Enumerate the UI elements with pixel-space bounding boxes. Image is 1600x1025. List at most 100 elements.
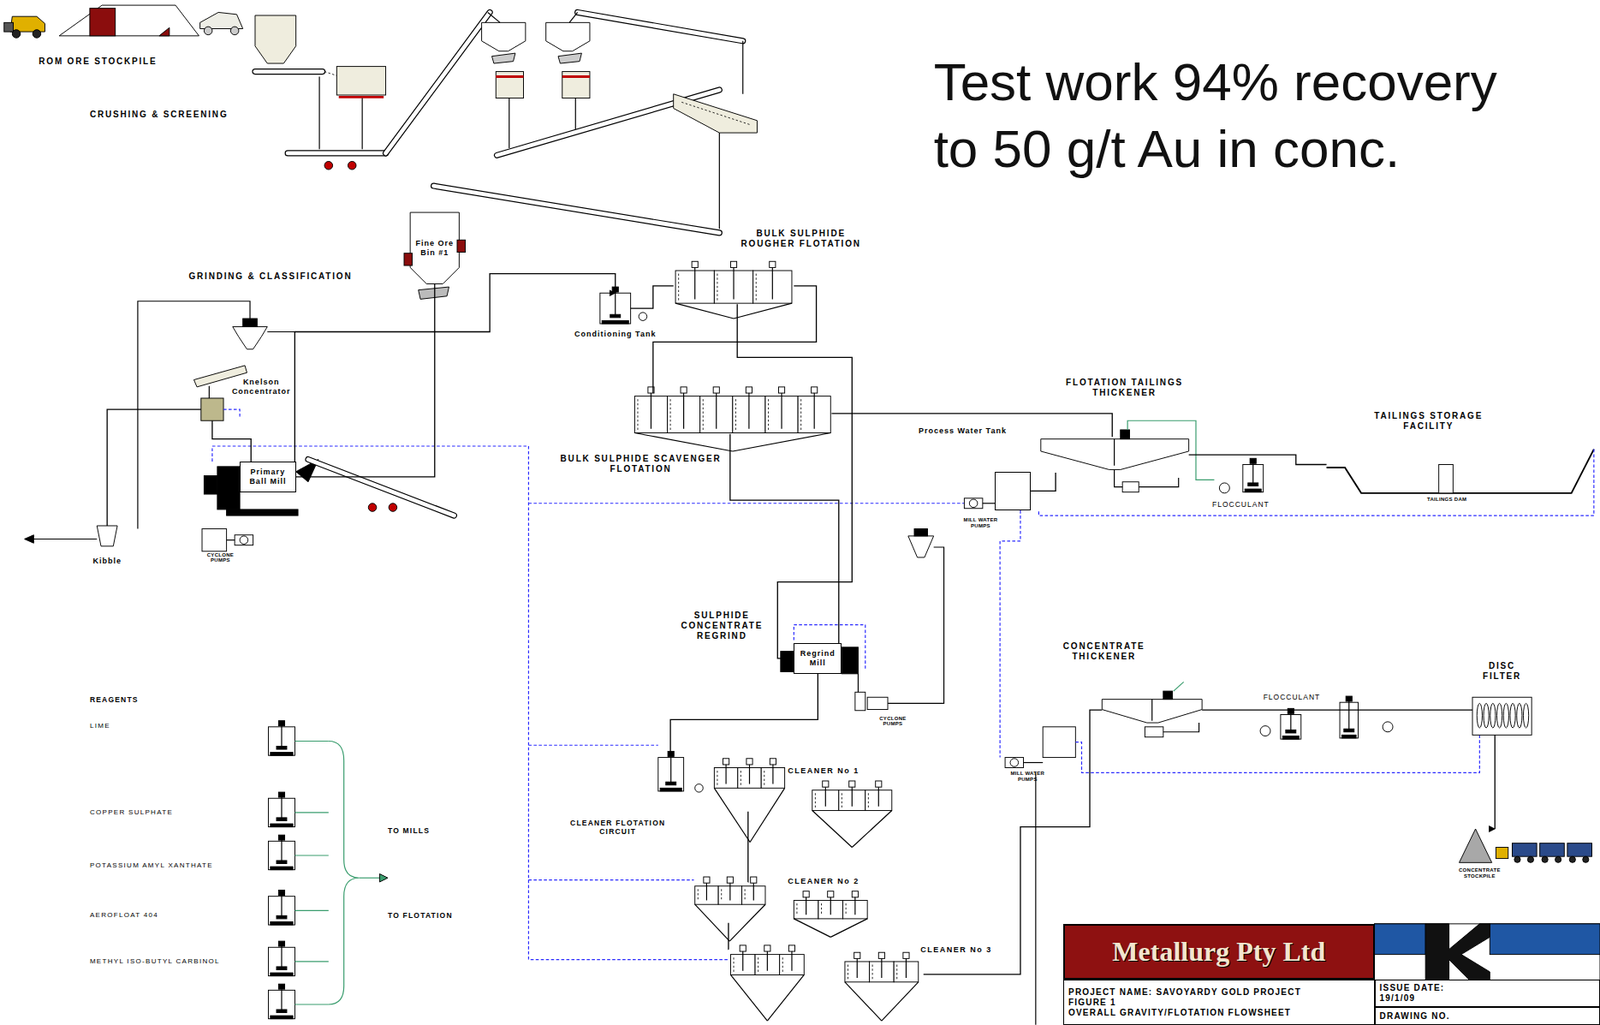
impeller bbox=[276, 915, 287, 919]
process-line bbox=[841, 792, 843, 808]
roller bbox=[347, 160, 357, 170]
cleaner-bank: CLEANER No 3 bbox=[719, 949, 923, 986]
surge-bin bbox=[481, 22, 526, 51]
process-line bbox=[1290, 713, 1291, 732]
impeller bbox=[276, 1009, 287, 1013]
agitator-motor bbox=[278, 940, 285, 946]
process-line bbox=[1114, 469, 1124, 487]
process-line bbox=[267, 331, 295, 333]
process-line bbox=[324, 71, 337, 77]
section-label: CLEANER FLOTATION CIRCUIT bbox=[559, 818, 677, 836]
cyclone bbox=[232, 327, 268, 350]
filter-disc bbox=[1476, 702, 1482, 728]
equipment-label: PROJECT NAME: SAVOYARDY GOLD PROJECT bbox=[1068, 987, 1370, 998]
process-line bbox=[208, 386, 210, 399]
mill-base bbox=[226, 509, 298, 516]
section-label: REAGENTS bbox=[89, 695, 244, 704]
impeller bbox=[1344, 728, 1355, 732]
underflow-pump bbox=[1122, 481, 1139, 493]
cyclone-head bbox=[243, 318, 258, 328]
process-line bbox=[749, 764, 750, 785]
underflow-pump bbox=[1144, 726, 1163, 738]
conveyor-belt bbox=[434, 185, 720, 233]
process-line bbox=[575, 98, 577, 131]
process-line bbox=[675, 303, 734, 319]
process-flow-line bbox=[1189, 454, 1327, 464]
cell-motor bbox=[903, 951, 910, 958]
cell-motor bbox=[778, 386, 785, 393]
process-line bbox=[280, 894, 282, 917]
pump-symbol bbox=[695, 784, 704, 793]
cell-motor bbox=[750, 876, 757, 883]
pump-sump bbox=[202, 529, 227, 552]
water-line bbox=[1038, 449, 1594, 516]
process-line bbox=[814, 392, 815, 429]
conveyor-belt bbox=[308, 459, 454, 517]
cyclone-head bbox=[914, 529, 928, 536]
process-line bbox=[732, 267, 734, 299]
process-line bbox=[814, 792, 816, 808]
cyclone-pump bbox=[234, 535, 253, 546]
process-line bbox=[740, 770, 742, 786]
process-line bbox=[697, 888, 699, 901]
tank-base bbox=[1282, 736, 1299, 740]
impeller bbox=[276, 860, 287, 864]
process-line bbox=[780, 392, 782, 429]
tank-base bbox=[270, 866, 293, 870]
process-line bbox=[715, 392, 717, 429]
cell-motor bbox=[713, 386, 720, 393]
process-line bbox=[767, 974, 804, 1021]
process-line bbox=[362, 98, 363, 150]
agitator-motor bbox=[1287, 707, 1294, 714]
process-line bbox=[868, 792, 869, 808]
reagent-line bbox=[294, 811, 328, 813]
equipment-label: BULK SULPHIDE ROUGHER FLOTATION bbox=[729, 228, 873, 250]
process-line bbox=[881, 981, 919, 1021]
cell-motor bbox=[854, 951, 861, 958]
logo-mark bbox=[1425, 923, 1490, 981]
section-label: COPPER SULPHATE bbox=[89, 808, 274, 817]
cleaner-bank: CLEANER No 2 bbox=[694, 881, 874, 923]
stockpile bbox=[1459, 828, 1493, 863]
section-label: FLOCCULANT bbox=[1212, 499, 1294, 509]
process-line bbox=[1138, 477, 1178, 488]
equipment-label: Regrind Mill bbox=[795, 648, 840, 668]
process-line bbox=[137, 301, 250, 530]
wheel bbox=[1514, 856, 1521, 863]
section-label: POTASSIUM AMYL XANTHATE bbox=[89, 861, 274, 870]
process-line bbox=[678, 273, 679, 301]
process-line bbox=[763, 770, 765, 786]
cell-motor bbox=[851, 891, 858, 898]
process-line bbox=[854, 897, 856, 915]
process-line bbox=[753, 882, 755, 900]
impeller bbox=[610, 314, 621, 318]
pump-symbol bbox=[1260, 725, 1271, 737]
process-line bbox=[767, 951, 768, 971]
process-line bbox=[793, 918, 831, 937]
section-label: GRINDING & CLASSIFICATION bbox=[189, 271, 435, 282]
tank-base bbox=[270, 921, 293, 925]
reagent-line bbox=[1127, 420, 1214, 480]
feeder bbox=[558, 53, 582, 64]
equipment-label: Process Water Tank bbox=[914, 426, 1012, 436]
process-line bbox=[732, 433, 831, 452]
impeller bbox=[276, 745, 287, 750]
wheel bbox=[1582, 856, 1589, 863]
note-text: Test work 94% recovery to 50 g/t Au in c… bbox=[933, 48, 1536, 182]
equipment-label: CONCENTRATE THICKENER bbox=[1052, 641, 1155, 662]
roller bbox=[388, 503, 398, 512]
section-label: MILL WATER PUMPS bbox=[1002, 770, 1054, 782]
equipment-label: CLEANER No 1 bbox=[787, 766, 885, 776]
pump-symbol bbox=[1219, 482, 1230, 494]
wheel bbox=[1541, 856, 1548, 863]
process-line bbox=[702, 398, 704, 430]
process-line bbox=[713, 787, 750, 842]
ball-mill: Primary Ball Mill bbox=[239, 461, 297, 493]
agitator-motor bbox=[278, 791, 285, 798]
reagent-line bbox=[1173, 681, 1184, 691]
process-line bbox=[725, 764, 726, 785]
tank-base bbox=[270, 752, 293, 756]
water-line bbox=[528, 879, 694, 881]
cell-motor bbox=[703, 876, 710, 883]
disc-filter: DISC FILTER bbox=[1472, 696, 1532, 735]
